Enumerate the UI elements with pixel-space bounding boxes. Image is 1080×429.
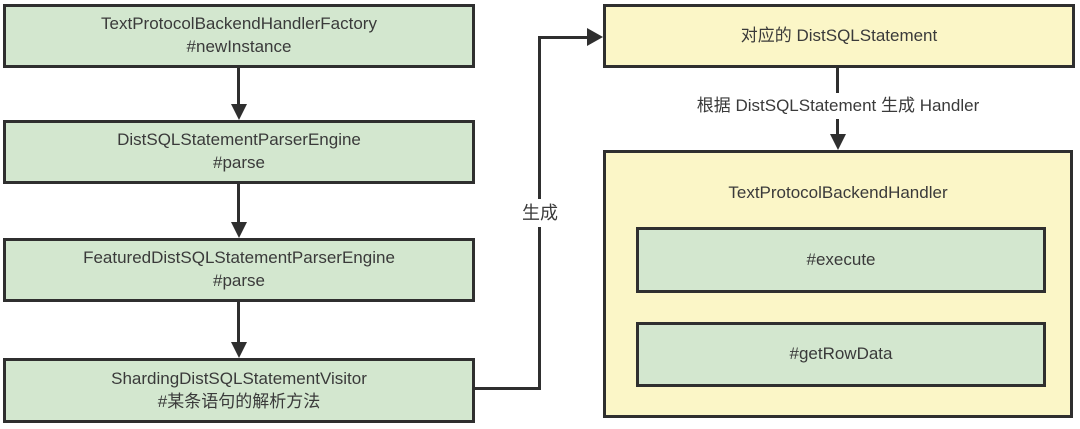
arrow-4-head-icon [830,134,846,150]
connector-label: 生成 [505,199,575,227]
node-title: TextProtocolBackendHandler [728,183,948,202]
arrow-1-head-icon [231,104,247,120]
node-sharding-visitor: ShardingDistSQLStatementVisitor #某条语句的解析… [3,358,475,423]
node-title: DistSQLStatementParserEngine [117,130,361,150]
connector-top-segment [538,36,587,39]
node-subtitle: #某条语句的解析方法 [157,391,321,411]
arrow-1-shaft [237,68,240,106]
connector-bottom-segment [475,387,541,390]
arrow-2-shaft [237,184,240,224]
method-execute: #execute [636,227,1046,293]
node-title: TextProtocolBackendHandlerFactory [101,14,377,34]
node-title: FeaturedDistSQLStatementParserEngine [83,248,395,268]
arrow-3-shaft [237,302,240,344]
arrow-2-head-icon [231,222,247,238]
node-title: ShardingDistSQLStatementVisitor [111,368,367,388]
node-subtitle: #parse [213,271,265,290]
connector-head-icon [587,28,603,46]
arrow-3-head-icon [231,342,247,358]
method-label: #execute [806,249,876,269]
node-featured-parser-engine: FeaturedDistSQLStatementParserEngine #pa… [3,238,475,302]
edge-label: 根据 DistSQLStatement 生成 Handler [638,93,1038,119]
method-label: #getRowData [789,344,893,364]
node-distsql-parser-engine: DistSQLStatementParserEngine #parse [3,120,475,184]
method-getrowdata: #getRowData [636,322,1046,387]
node-title: 对应的 DistSQLStatement [740,25,938,45]
node-subtitle: #newInstance [186,37,292,56]
node-subtitle: #parse [213,153,265,172]
node-distsql-statement: 对应的 DistSQLStatement [603,4,1075,68]
node-backend-handler: TextProtocolBackendHandler #execute #get… [603,150,1073,418]
node-backend-handler-factory: TextProtocolBackendHandlerFactory #newIn… [3,4,475,68]
